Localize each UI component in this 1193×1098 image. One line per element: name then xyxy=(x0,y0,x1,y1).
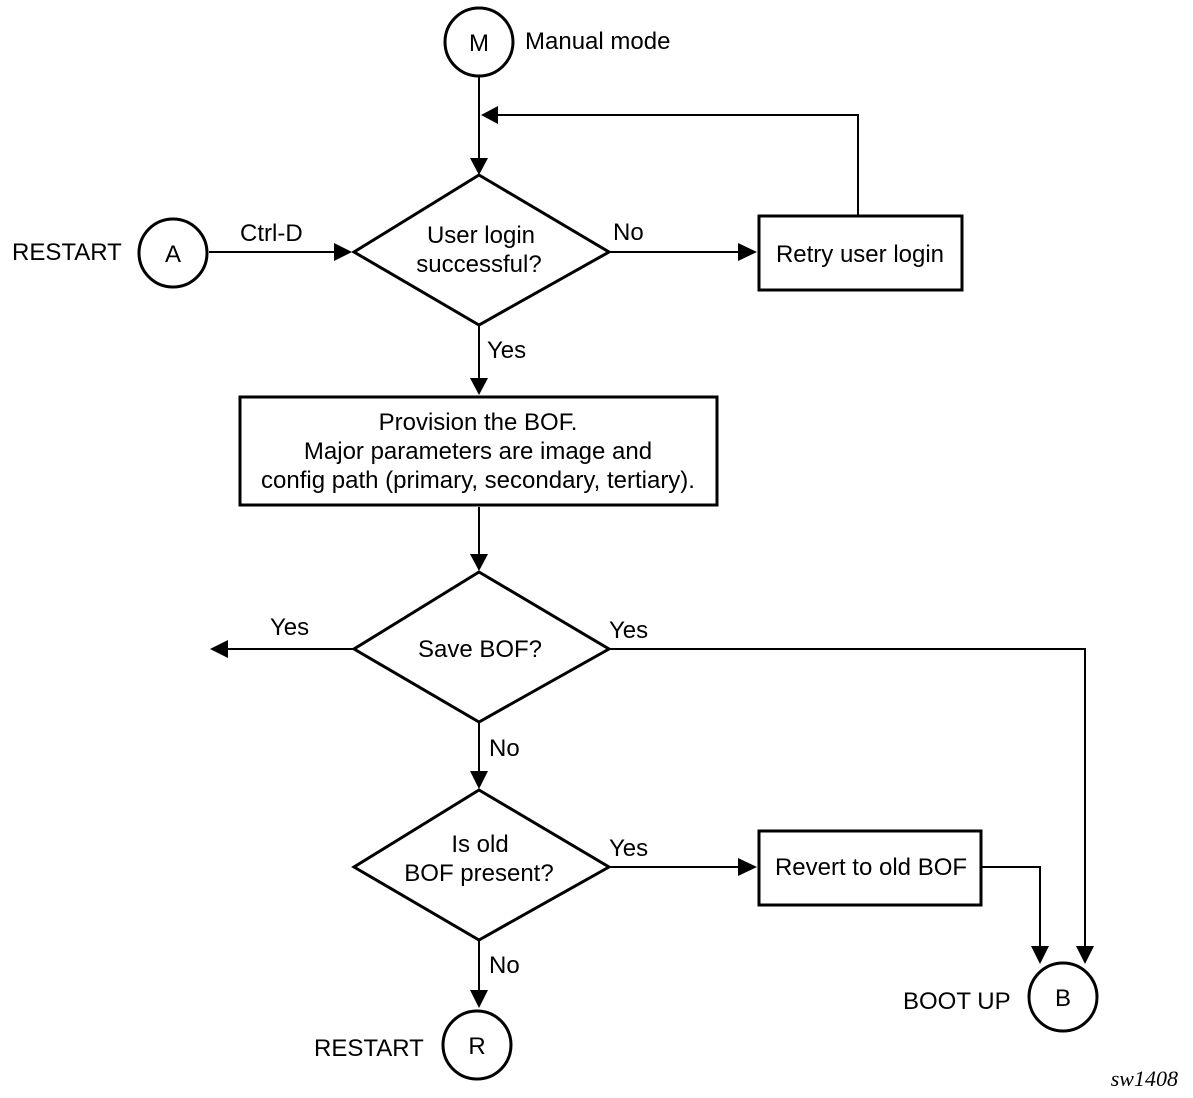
edge-label-old-no: No xyxy=(489,952,520,979)
figure-tag: sw1408 xyxy=(1111,1066,1178,1091)
process-retry-login-text: Retry user login xyxy=(776,241,944,268)
connector-r-letter: R xyxy=(468,1033,485,1060)
connector-b-letter: B xyxy=(1055,985,1071,1012)
connector-a-caption: RESTART xyxy=(12,239,122,266)
arrowhead xyxy=(1076,946,1094,964)
arrowhead xyxy=(210,640,228,658)
edge-label-old-yes: Yes xyxy=(609,835,648,862)
connector-b-circle xyxy=(1027,961,1099,1033)
connector-a-circle xyxy=(137,217,209,289)
process-provision-line2: Major parameters are image and xyxy=(304,438,652,465)
decision-user-login xyxy=(351,173,613,327)
decision-old-bof-line1: Is old xyxy=(451,831,508,858)
arrowhead xyxy=(481,106,498,124)
edge-label-save-yes-left: Yes xyxy=(270,614,309,641)
decision-user-login-line1: User login xyxy=(427,222,535,249)
edge-label-login-yes: Yes xyxy=(487,337,526,364)
edge-label-ctrl-d: Ctrl-D xyxy=(240,220,303,247)
connector-m-circle xyxy=(443,6,515,78)
connector-m-letter: M xyxy=(469,30,489,57)
arrowhead xyxy=(738,858,757,876)
connector-r-circle xyxy=(441,1009,513,1081)
process-revert-bof xyxy=(757,829,983,907)
decision-save-bof xyxy=(351,570,613,724)
connector-r-caption: RESTART xyxy=(314,1035,424,1062)
arrowhead xyxy=(470,378,488,395)
arrowhead xyxy=(470,554,488,571)
connector-m-caption: Manual mode xyxy=(525,28,670,55)
edge-label-save-no: No xyxy=(489,735,520,762)
arrowhead xyxy=(470,990,488,1008)
arrowhead xyxy=(470,158,488,175)
arrowhead xyxy=(1031,946,1049,964)
process-revert-bof-text: Revert to old BOF xyxy=(775,854,967,881)
decision-save-bof-line1: Save BOF? xyxy=(418,636,542,663)
process-retry-login xyxy=(757,214,964,292)
arrowhead xyxy=(738,243,757,261)
arrowhead xyxy=(334,243,352,261)
process-provision-bof xyxy=(238,395,719,507)
process-provision-line3: config path (primary, secondary, tertiar… xyxy=(261,467,695,494)
arrowhead xyxy=(470,771,488,789)
decision-old-bof xyxy=(351,788,613,942)
edge-save-yes-to-boot xyxy=(609,648,1086,948)
edge-label-login-no: No xyxy=(613,219,644,246)
decision-user-login-line2: successful? xyxy=(416,251,541,278)
edge-revert-to-boot xyxy=(981,866,1041,948)
decision-old-bof-line2: BOF present? xyxy=(404,860,553,887)
process-provision-line1: Provision the BOF. xyxy=(379,409,578,436)
connector-b-caption: BOOT UP xyxy=(903,988,1011,1015)
edge-label-save-yes-right: Yes xyxy=(609,617,648,644)
edge-retry-loop-back xyxy=(496,114,859,215)
connector-a-letter: A xyxy=(165,241,181,268)
